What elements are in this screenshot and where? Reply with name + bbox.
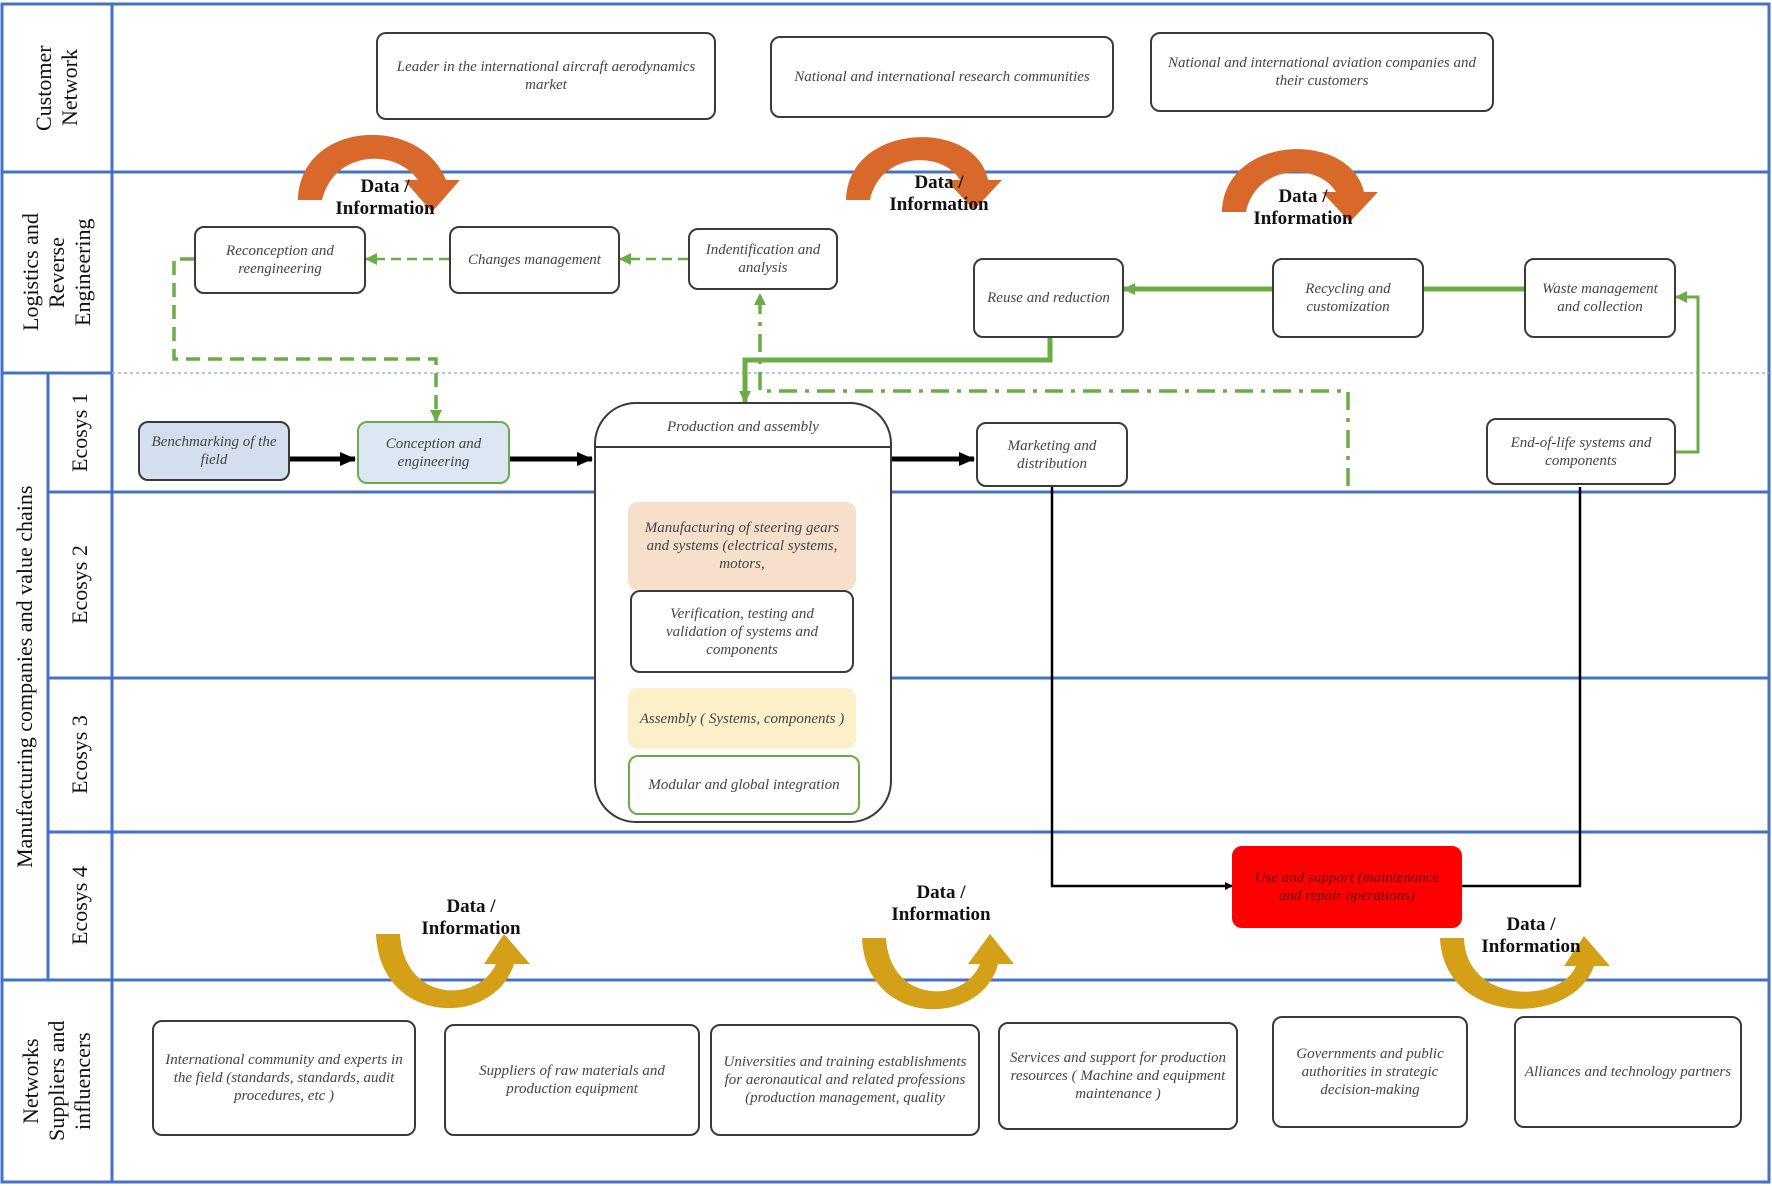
services-support-box: Services and support for production reso… <box>998 1022 1238 1130</box>
lane-ecosys-3: Ecosys 3 <box>67 715 92 795</box>
conception-engineering-box: Conception and engineering <box>357 421 510 484</box>
data-information-label: Data /Information <box>891 882 991 925</box>
universities-box: Universities and training establishments… <box>710 1024 980 1136</box>
lane-logistics-reverse-engineering: Logistics and Reverse Engineering <box>18 213 95 332</box>
lane-networks-suppliers-influencers: Networks Suppliers and influencers <box>18 1020 95 1142</box>
international-community-box: International community and experts in t… <box>152 1020 416 1136</box>
use-support-connectors <box>1050 487 1582 890</box>
raw-materials-suppliers-box: Suppliers of raw materials and productio… <box>444 1024 700 1136</box>
manufacturing-steering-box: Manufacturing of steering gears and syst… <box>628 502 856 590</box>
customer-research-box: National and international research comm… <box>770 36 1114 118</box>
reuse-reduction-box: Reuse and reduction <box>973 258 1124 338</box>
lane-customer-network: Customer Network <box>31 45 82 131</box>
reconception-box: Reconception and reengineering <box>194 226 366 294</box>
data-flow-arrows-top <box>298 134 1378 222</box>
changes-management-box: Changes management <box>449 226 620 294</box>
data-flow-arrows-bottom <box>376 934 1610 1010</box>
recycling-box: Recycling and customization <box>1272 258 1424 338</box>
reverse-flow-arrows <box>172 253 1700 486</box>
benchmarking-box: Benchmarking of the field <box>138 421 290 481</box>
use-support-box: Use and support (maintenance and repair … <box>1232 846 1462 928</box>
production-assembly-label: Production and assembly <box>667 419 819 435</box>
data-information-label: Data /Information <box>1253 186 1353 229</box>
end-of-life-box: End-of-life systems and components <box>1486 418 1676 485</box>
assembly-box: Assembly ( Systems, components ) <box>628 688 856 749</box>
customer-aviation-box: National and international aviation comp… <box>1150 32 1494 112</box>
production-header-divider <box>596 446 890 448</box>
governments-box: Governments and public authorities in st… <box>1272 1016 1468 1128</box>
identification-box: Indentification and analysis <box>688 228 838 290</box>
lane-manufacturing-value-chains: Manufacturing companies and value chains <box>12 485 37 868</box>
verification-testing-box: Verification, testing and validation of … <box>630 590 854 673</box>
modular-integration-box: Modular and global integration <box>628 755 860 815</box>
data-information-label: Data /Information <box>421 896 521 939</box>
data-information-label: Data /Information <box>335 176 435 219</box>
alliances-partners-box: Alliances and technology partners <box>1514 1016 1742 1128</box>
lane-ecosys-1: Ecosys 1 <box>67 393 92 472</box>
lane-ecosys-2: Ecosys 2 <box>67 545 92 625</box>
lane-ecosys-4: Ecosys 4 <box>67 866 92 946</box>
data-information-label: Data /Information <box>889 172 989 215</box>
waste-management-box: Waste management and collection <box>1524 258 1676 338</box>
data-information-label: Data /Information <box>1481 914 1581 957</box>
marketing-distribution-box: Marketing and distribution <box>976 422 1128 487</box>
customer-leader-box: Leader in the international aircraft aer… <box>376 32 716 120</box>
